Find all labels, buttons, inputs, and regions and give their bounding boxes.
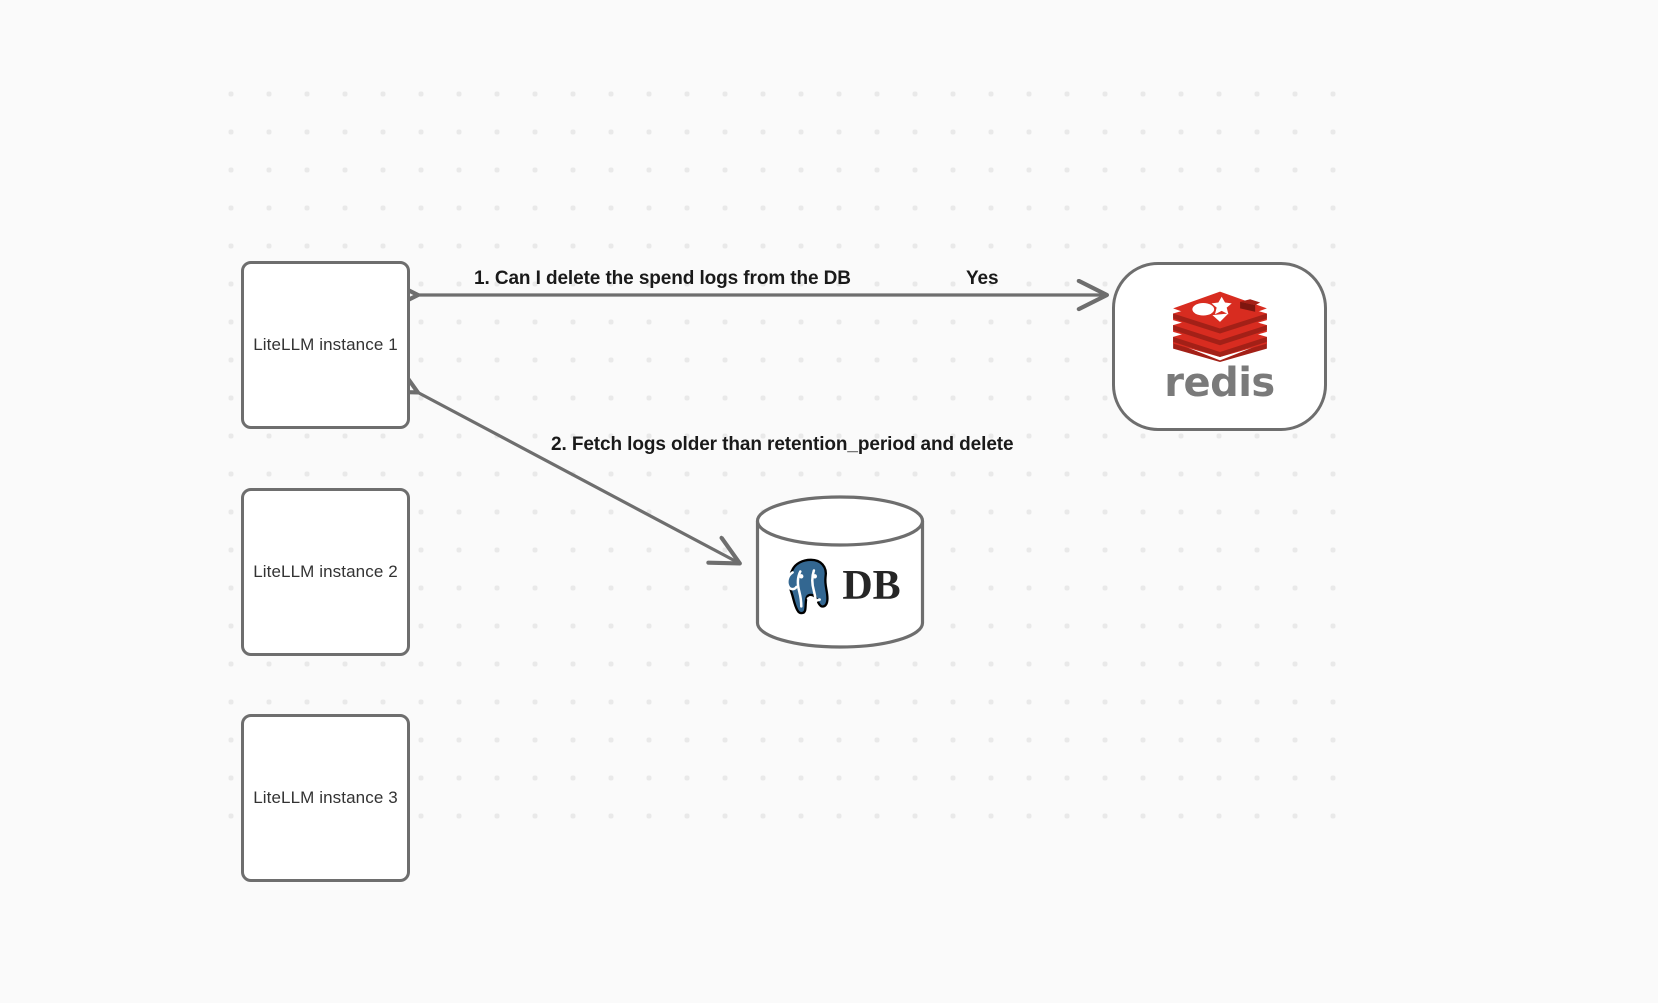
node-label-litellm-instance-2: LiteLLM instance 2 (253, 562, 398, 581)
edge-label-step-2: 2. Fetch logs older than retention_perio… (551, 434, 1014, 455)
node-database[interactable]: DB (754, 494, 926, 650)
database-label: DB (842, 563, 901, 609)
edge-label-step-1: 1. Can I delete the spend logs from the … (474, 268, 851, 289)
node-label-litellm-instance-3: LiteLLM instance 3 (253, 788, 398, 807)
node-litellm-instance-1[interactable]: LiteLLM instance 1 (241, 261, 410, 429)
node-litellm-instance-2[interactable]: LiteLLM instance 2 (241, 488, 410, 656)
node-litellm-instance-3[interactable]: LiteLLM instance 3 (241, 714, 410, 882)
redis-stack-icon (1172, 291, 1267, 362)
node-label-litellm-instance-1: LiteLLM instance 1 (253, 335, 398, 354)
edge-label-yes: Yes (966, 268, 999, 289)
edge-line-litellm-database (417, 392, 739, 563)
database-cylinder-shape (755, 495, 925, 649)
postgresql-elephant-icon (786, 557, 831, 616)
node-redis[interactable]: redis (1112, 262, 1327, 431)
redis-wordmark: redis (1164, 360, 1275, 406)
